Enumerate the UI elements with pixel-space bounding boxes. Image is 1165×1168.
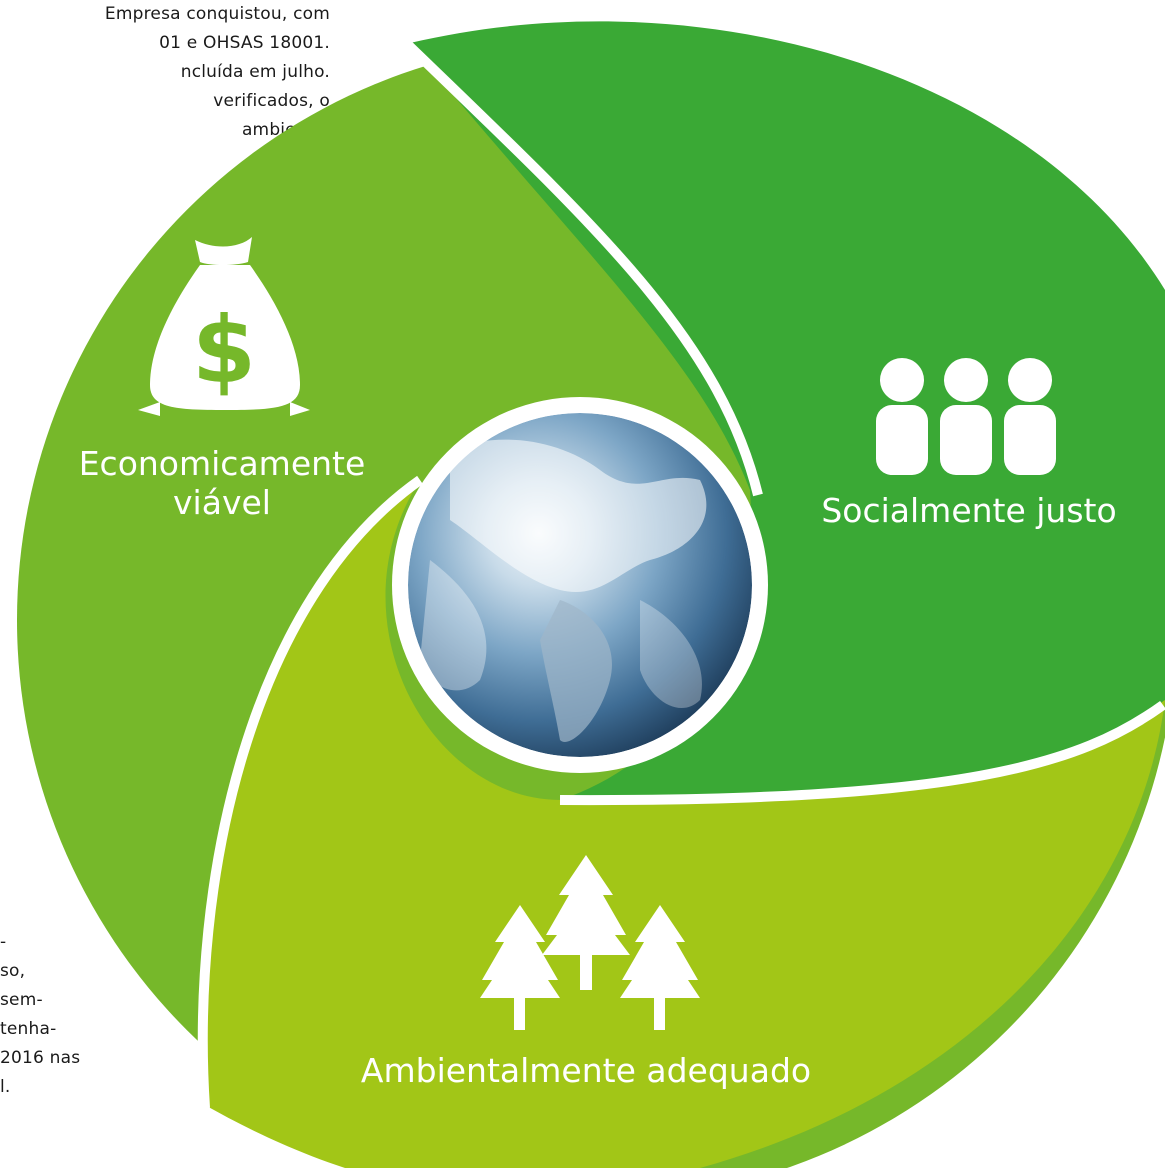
trees-icon [480,855,700,1030]
background-text-bottom-line: tenha- [0,1019,57,1039]
background-text-bottom-line: sem- [0,990,43,1010]
economic-label-line1: Economicamente [79,444,366,483]
divider-social-environmental [559,700,1165,806]
divider-environmental-economic [197,475,423,1109]
divider-economic-social [401,38,763,497]
background-text-bottom-line: so, [0,961,26,981]
background-text-bottom-line: l. [0,1077,11,1097]
background-text-bottom-line: - [0,932,7,952]
globe-icon [408,413,752,757]
social-segment [410,21,1165,800]
social-label: Socialmente justo [821,491,1116,530]
background-text-top-line: verificados, o [213,91,330,111]
background-text-bottom-line: 2016 nas [0,1048,81,1068]
svg-text:$: $ [192,297,256,404]
money-bag-icon: $ [138,237,310,416]
background-text-top-line: 01 e OHSAS 18001. [159,33,330,53]
background-text-top-line: ncluída em julho. [180,62,330,82]
economic-label-line2: viável [173,483,271,522]
environmental-label: Ambientalmente adequado [361,1051,811,1090]
background-text-bottom: - so, sem-tenha- 2016 nas l. [0,928,230,1168]
background-text-top-line: Empresa conquistou, com [104,4,330,24]
people-icon [876,358,1056,475]
environmental-segment [202,480,1165,1168]
